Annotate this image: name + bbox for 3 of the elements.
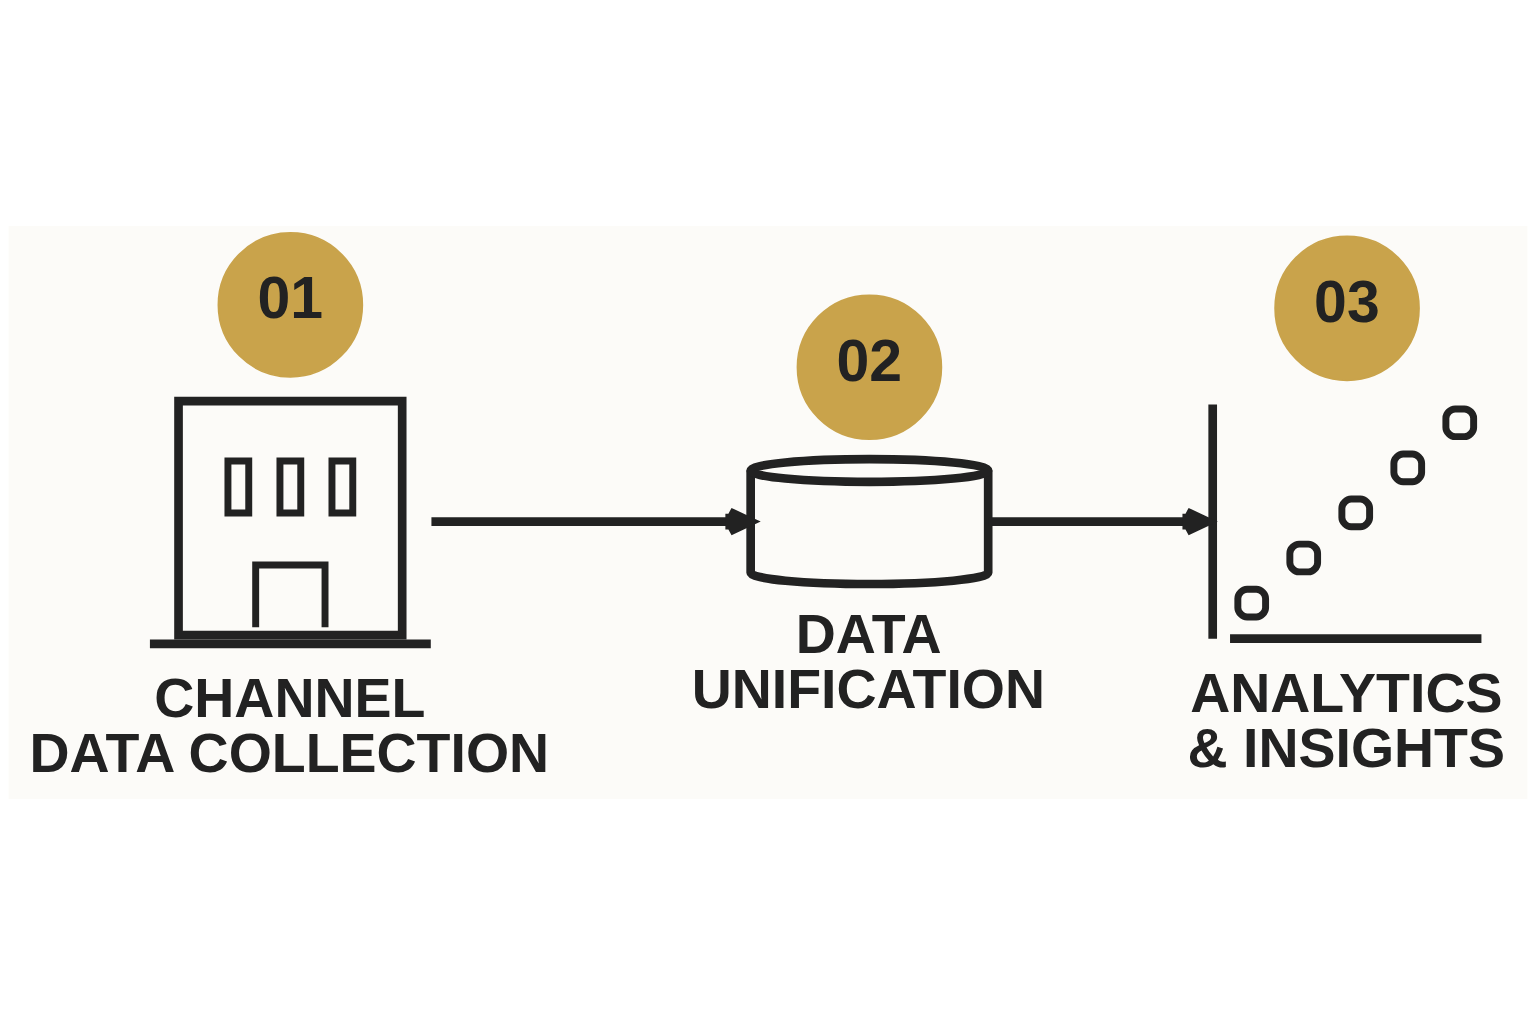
node-label: ANALYTICS & INSIGHTS <box>1187 661 1505 779</box>
node-label: DATA UNIFICATION <box>691 602 1046 720</box>
node-label: CHANNEL DATA COLLECTION <box>29 666 550 784</box>
